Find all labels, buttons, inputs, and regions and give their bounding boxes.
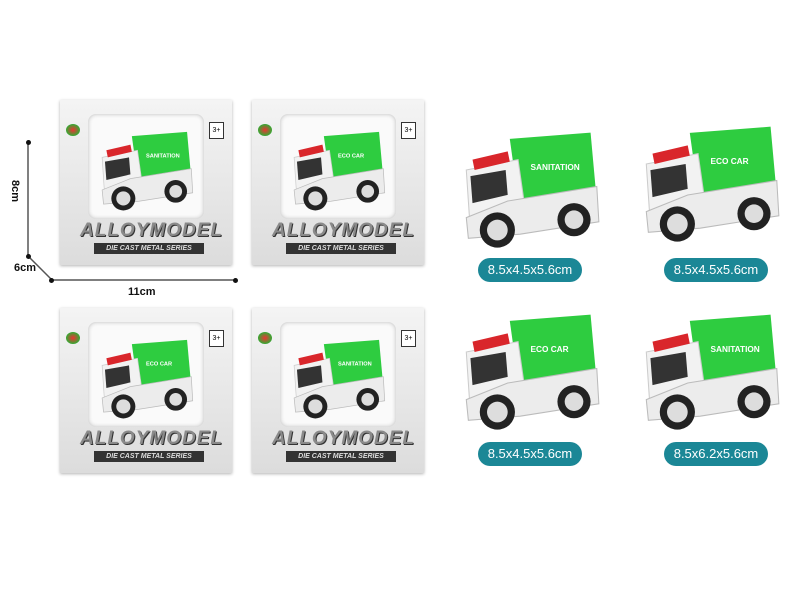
- truck-text: SANITATION: [338, 361, 372, 367]
- truck-text: SANITATION: [531, 163, 580, 172]
- garbage-truck-image: ECO CAR: [101, 339, 194, 419]
- size-label: 8.5x4.5x5.6cm: [664, 258, 768, 282]
- truck-windshield: [650, 351, 688, 386]
- package-brand: ALLOYMODEL: [80, 220, 223, 241]
- size-label: 8.5x6.2x5.6cm: [664, 442, 768, 466]
- dimension-lines: [27, 142, 236, 281]
- package-brand: ALLOYMODEL: [272, 428, 415, 449]
- garbage-truck-image: SANITATION: [293, 339, 386, 419]
- truck-light: [106, 352, 132, 366]
- height-label: 8cm: [9, 179, 22, 203]
- garbage-truck-image: ECO CAR: [645, 126, 780, 242]
- depth-label: 6cm: [14, 262, 37, 274]
- dimension-dot: [49, 278, 54, 283]
- truck-light: [106, 144, 132, 158]
- truck-light: [652, 145, 690, 164]
- truck-text: ECO CAR: [711, 157, 749, 166]
- brand-logo-icon: [258, 332, 272, 344]
- truck-windshield: [296, 365, 323, 389]
- truck-windshield: [470, 351, 508, 386]
- age-badge: 3+: [401, 330, 416, 347]
- package-series: DIE CAST METAL SERIES: [94, 243, 204, 254]
- age-badge: 3+: [209, 122, 224, 139]
- truck-light: [652, 333, 690, 352]
- truck-windshield: [650, 163, 688, 198]
- product-package: 3+ ALLOYMODEL DIE CAST METAL SERIES SANI…: [60, 100, 232, 265]
- age-badge: 3+: [209, 330, 224, 347]
- truck-light: [472, 151, 510, 170]
- garbage-truck-image: SANITATION: [465, 132, 600, 248]
- package-series: DIE CAST METAL SERIES: [286, 243, 396, 254]
- product-package: 3+ ALLOYMODEL DIE CAST METAL SERIES ECO …: [252, 100, 424, 265]
- garbage-truck-image: SANITATION: [645, 314, 780, 430]
- truck-windshield: [104, 157, 131, 181]
- dimension-dot: [26, 140, 31, 145]
- truck-windshield: [296, 157, 323, 181]
- truck-light: [472, 333, 510, 352]
- size-label: 8.5x4.5x5.6cm: [478, 258, 582, 282]
- dimension-dot: [233, 278, 238, 283]
- age-badge: 3+: [401, 122, 416, 139]
- truck-light: [298, 144, 324, 158]
- size-label: 8.5x4.5x5.6cm: [478, 442, 582, 466]
- truck-windshield: [104, 365, 131, 389]
- width-label: 11cm: [128, 286, 156, 298]
- brand-logo-icon: [66, 332, 80, 344]
- product-package: 3+ ALLOYMODEL DIE CAST METAL SERIES SANI…: [252, 308, 424, 473]
- truck-text: ECO CAR: [146, 361, 172, 367]
- package-brand: ALLOYMODEL: [80, 428, 223, 449]
- truck-text: SANITATION: [711, 345, 760, 354]
- package-series: DIE CAST METAL SERIES: [286, 451, 396, 462]
- garbage-truck-image: SANITATION: [101, 131, 194, 211]
- brand-logo-icon: [258, 124, 272, 136]
- truck-light: [298, 352, 324, 366]
- brand-logo-icon: [66, 124, 80, 136]
- garbage-truck-image: ECO CAR: [465, 314, 600, 430]
- truck-windshield: [470, 169, 508, 204]
- dimension-dot: [26, 254, 31, 259]
- truck-text: ECO CAR: [338, 153, 364, 159]
- truck-text: ECO CAR: [531, 345, 569, 354]
- product-package: 3+ ALLOYMODEL DIE CAST METAL SERIES ECO …: [60, 308, 232, 473]
- truck-text: SANITATION: [146, 153, 180, 159]
- package-brand: ALLOYMODEL: [272, 220, 415, 241]
- package-series: DIE CAST METAL SERIES: [94, 451, 204, 462]
- garbage-truck-image: ECO CAR: [293, 131, 386, 211]
